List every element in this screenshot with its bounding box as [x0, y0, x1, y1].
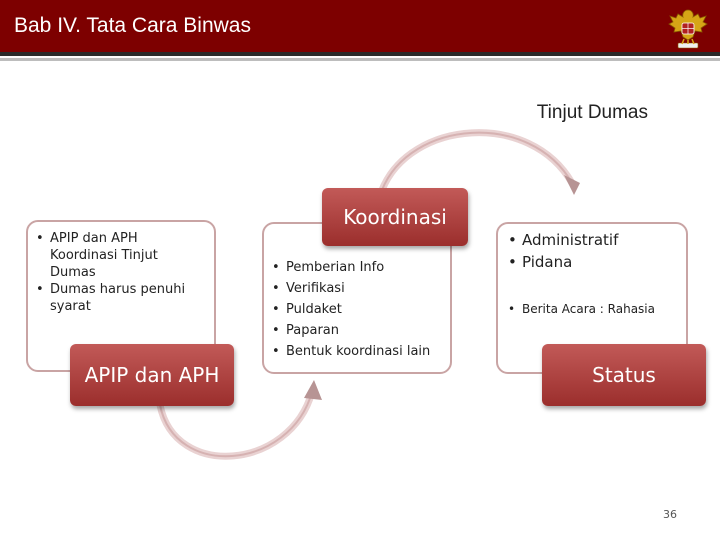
list-item: Bentuk koordinasi lain [272, 341, 444, 362]
header-bar: Bab IV. Tata Cara Binwas [0, 0, 720, 56]
right-card-list-bottom: Berita Acara : Rahasia [498, 273, 686, 317]
list-item: Pidana [508, 251, 678, 273]
status-box: Status [542, 344, 706, 406]
arrowhead-right [564, 175, 580, 195]
list-item: Dumas harus penuhi syarat [36, 281, 206, 315]
header-divider [0, 58, 720, 61]
apip-aph-box: APIP dan APH [70, 344, 234, 406]
header-title: Bab IV. Tata Cara Binwas [14, 14, 251, 37]
card-apip-aph: APIP dan APH Koordinasi Tinjut Dumas Dum… [26, 220, 216, 372]
list-item: Berita Acara : Rahasia [508, 301, 678, 317]
right-card-list-top: Administratif Pidana [498, 224, 686, 273]
list-item: Paparan [272, 320, 444, 341]
middle-card-list: Pemberian Info Verifikasi Puldaket Papar… [264, 224, 450, 362]
garuda-emblem-icon [668, 9, 708, 49]
left-card-list: APIP dan APH Koordinasi Tinjut Dumas Dum… [28, 222, 214, 315]
card-koordinasi: Pemberian Info Verifikasi Puldaket Papar… [262, 222, 452, 374]
page-number: 36 [663, 508, 677, 521]
list-item: APIP dan APH Koordinasi Tinjut Dumas [36, 230, 206, 281]
diagram-subtitle: Tinjut Dumas [536, 102, 648, 123]
arrowhead-middle [304, 380, 322, 400]
list-item: Puldaket [272, 299, 444, 320]
list-item: Verifikasi [272, 278, 444, 299]
arrow-koordinasi-to-status [378, 129, 576, 194]
koordinasi-box: Koordinasi [322, 188, 468, 246]
list-item: Administratif [508, 229, 678, 251]
list-item: Pemberian Info [272, 257, 444, 278]
